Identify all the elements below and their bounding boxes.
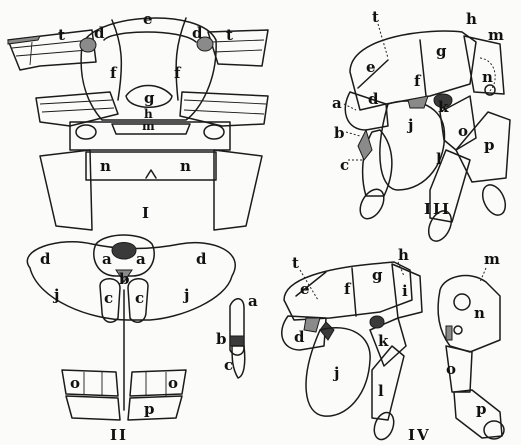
fig3-label-j: j bbox=[406, 116, 413, 134]
figure-small: a b c bbox=[216, 292, 258, 378]
fig1-label-t: t bbox=[58, 26, 65, 44]
small-label-b: b bbox=[216, 330, 227, 348]
figure-4: t h e g f i d k j l m n o p IV bbox=[282, 246, 504, 444]
fig3-label-l: l bbox=[436, 150, 442, 168]
figure-1: t d e d t f f g h m n n I bbox=[8, 10, 268, 230]
fig3-label-b: b bbox=[334, 124, 345, 142]
small-label-a: a bbox=[248, 292, 258, 310]
fig4-label-i: i bbox=[402, 282, 408, 300]
fig4-label-g: g bbox=[372, 266, 383, 284]
fig1-label-d2: d bbox=[192, 24, 203, 42]
fig1-label-m: m bbox=[142, 119, 155, 133]
figure-2: d a a d b c c j j o o p II bbox=[27, 235, 235, 444]
fig4-label-d: d bbox=[294, 328, 305, 346]
fig3-label-a: a bbox=[332, 94, 342, 112]
fig2-label-a: a bbox=[102, 250, 112, 268]
fig2-label-a2: a bbox=[136, 250, 146, 268]
fig1-label-g: g bbox=[144, 89, 155, 107]
fig4-label-f: f bbox=[344, 280, 352, 298]
fig3-label-t: t bbox=[372, 8, 379, 26]
fig2-label-d2: d bbox=[196, 250, 207, 268]
fig4-label-t: t bbox=[292, 254, 299, 272]
fig2-label-c2: c bbox=[135, 289, 144, 307]
fig2-label-p: p bbox=[144, 400, 155, 418]
small-label-c: c bbox=[224, 356, 233, 374]
fig1-label-n: n bbox=[100, 157, 111, 175]
fig4-label-o: o bbox=[446, 360, 456, 378]
fig4-label-p: p bbox=[476, 400, 487, 418]
fig2-label-j: j bbox=[52, 286, 59, 304]
fig1-numeral: I bbox=[142, 204, 151, 222]
fig4-label-h: h bbox=[398, 246, 409, 264]
fig4-label-l: l bbox=[378, 382, 384, 400]
fig2-label-j2: j bbox=[182, 286, 189, 304]
fig2-label-d: d bbox=[40, 250, 51, 268]
fig2-label-c: c bbox=[104, 289, 113, 307]
fig1-label-n2: n bbox=[180, 157, 191, 175]
fig4-label-n: n bbox=[474, 304, 485, 322]
fig3-label-o: o bbox=[458, 122, 468, 140]
fig3-label-f: f bbox=[414, 72, 422, 90]
fig1-label-f2: f bbox=[174, 64, 182, 82]
fig3-label-d: d bbox=[368, 90, 379, 108]
fig3-label-c: c bbox=[340, 156, 349, 174]
fig3-label-m: m bbox=[488, 26, 504, 44]
fig3-label-g: g bbox=[436, 42, 447, 60]
fig2-label-b: b bbox=[119, 270, 130, 288]
fig4-label-m: m bbox=[484, 250, 500, 268]
fig3-label-e: e bbox=[366, 58, 376, 76]
fig3-label-n: n bbox=[482, 68, 493, 86]
fig4-label-k: k bbox=[378, 332, 389, 350]
fig1-label-d: d bbox=[94, 24, 105, 42]
fig3-numeral: III bbox=[424, 200, 451, 218]
fig1-label-t2: t bbox=[226, 26, 233, 44]
fig3-label-k: k bbox=[438, 98, 449, 116]
fig3-label-h: h bbox=[466, 10, 477, 28]
fig4-numeral: IV bbox=[408, 426, 431, 444]
fig4-label-e: e bbox=[300, 280, 310, 298]
fig1-label-e: e bbox=[143, 10, 153, 28]
fig1-label-f: f bbox=[110, 64, 118, 82]
figure-3: t h m e g f n a d k j o b c l p III bbox=[332, 8, 510, 245]
fig2-numeral: II bbox=[110, 426, 128, 444]
fig3-label-p: p bbox=[484, 136, 495, 154]
fig4-label-j: j bbox=[332, 364, 339, 382]
fig2-label-o2: o bbox=[168, 374, 178, 392]
fig2-label-o: o bbox=[70, 374, 80, 392]
